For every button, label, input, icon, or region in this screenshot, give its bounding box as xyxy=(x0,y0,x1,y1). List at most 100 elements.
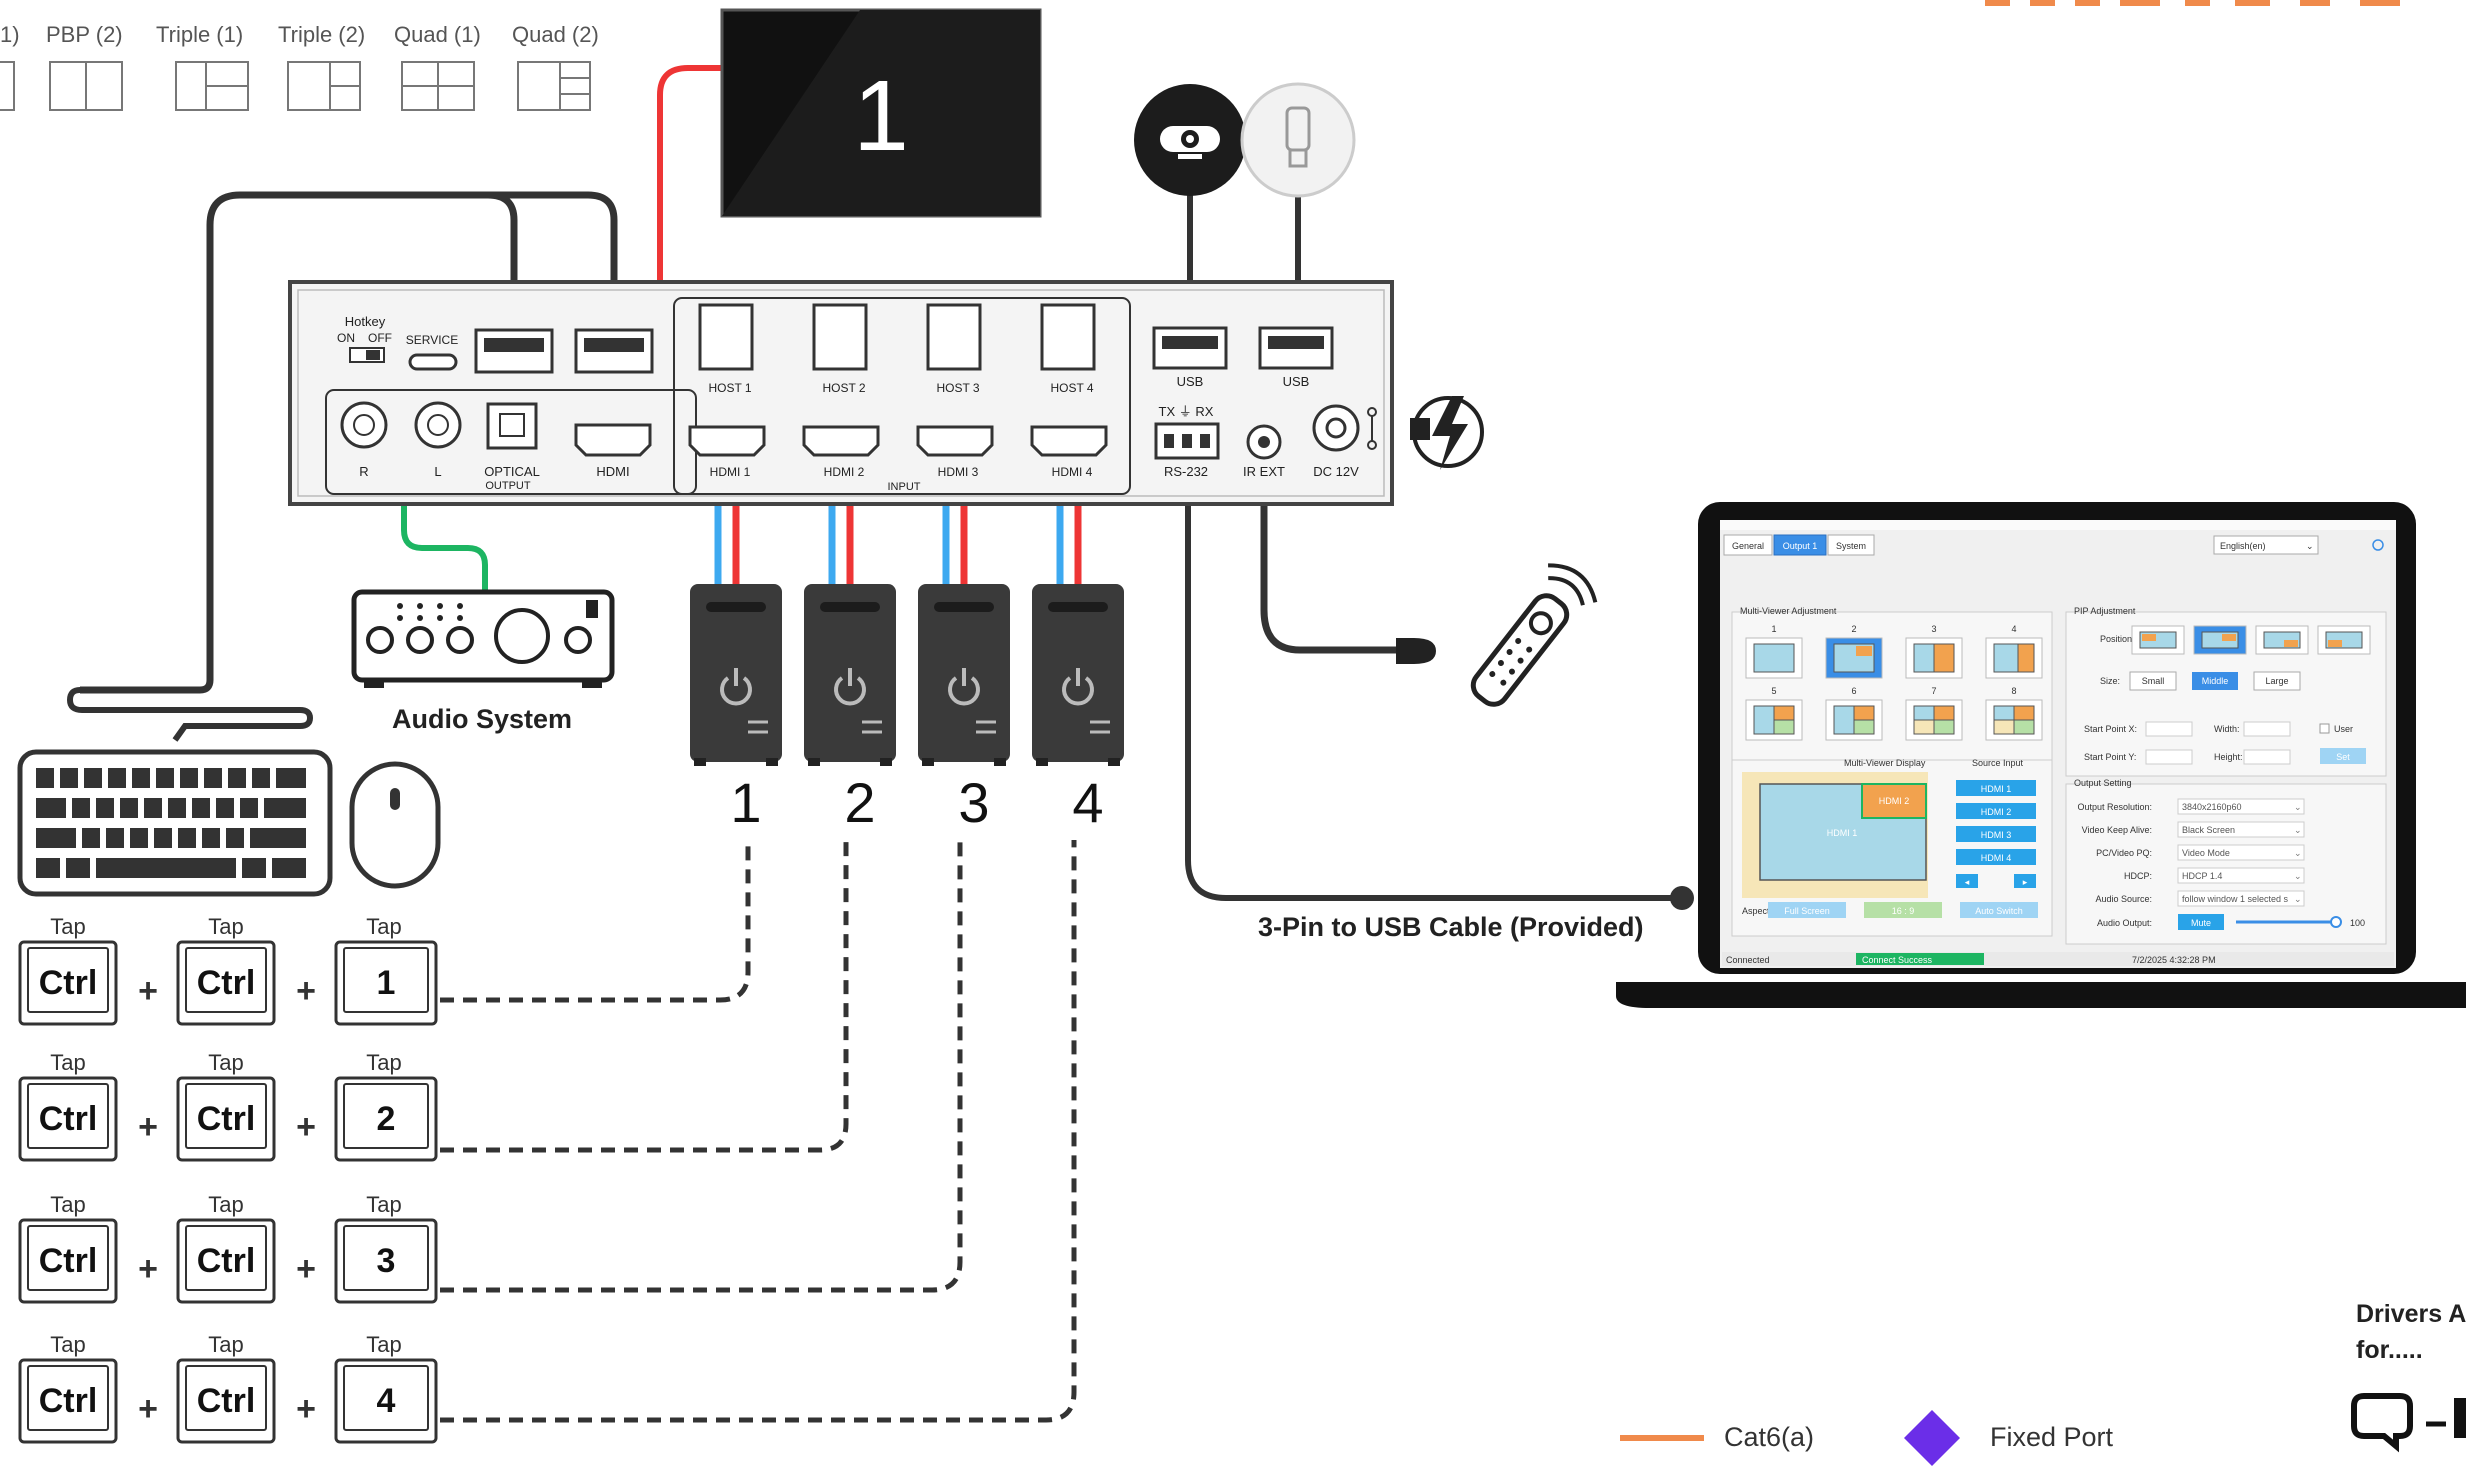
setting-dropdown[interactable] xyxy=(2177,821,2305,838)
power-button-icon[interactable] xyxy=(948,676,980,706)
volume-slider-knob[interactable] xyxy=(2330,916,2342,928)
height-field[interactable] xyxy=(2243,749,2291,765)
svg-text:1: 1 xyxy=(1771,624,1776,634)
mv-layout-1[interactable]: 1 xyxy=(1745,624,1803,679)
key-label: Ctrl xyxy=(197,1100,256,1138)
svg-text:6: 6 xyxy=(1851,686,1856,696)
aspect-full-screen[interactable] xyxy=(1768,902,1846,918)
setting-dropdown[interactable] xyxy=(2177,867,2305,884)
fixed-port-diamond-icon xyxy=(1904,1410,1960,1466)
source-hdmi-1-button[interactable] xyxy=(1956,780,2036,796)
svg-text:Black Screen: Black Screen xyxy=(2182,825,2235,835)
svg-text:PIP Adjustment: PIP Adjustment xyxy=(2074,606,2136,616)
svg-text:Audio Output:: Audio Output: xyxy=(2097,918,2152,928)
audio-system-label: Audio System xyxy=(392,704,572,734)
svg-text:7: 7 xyxy=(1931,686,1936,696)
mv-layout-8[interactable]: 8 xyxy=(1985,686,2043,741)
svg-text:Start Point Y:: Start Point Y: xyxy=(2084,752,2136,762)
key-label: Ctrl xyxy=(39,1100,98,1138)
svg-text:General: General xyxy=(1732,541,1764,551)
svg-text:Set: Set xyxy=(2336,752,2350,762)
chevron-down-icon: ⌄ xyxy=(2294,802,2302,812)
ir-cable xyxy=(1260,452,1400,654)
service-port xyxy=(408,353,458,371)
tab-general[interactable] xyxy=(1723,534,1773,556)
layout-options: 1) PBP (2) Triple (1) Triple (2) Quad (1… xyxy=(0,22,599,111)
start-y-field[interactable] xyxy=(2145,749,2193,765)
aspect-16-9[interactable] xyxy=(1864,902,1942,918)
mv-layout-6[interactable]: 6 xyxy=(1825,686,1883,741)
power-button-icon[interactable] xyxy=(834,676,866,706)
refresh-icon[interactable] xyxy=(2372,539,2384,551)
chevron-down-icon: ⌄ xyxy=(2306,541,2314,551)
key-label: Ctrl xyxy=(197,1382,256,1420)
source-hdmi-4-button[interactable] xyxy=(1956,849,2036,865)
mute-button[interactable] xyxy=(2178,914,2224,930)
width-field[interactable] xyxy=(2243,721,2291,737)
layout-icon-triple-2 xyxy=(287,61,361,111)
svg-text:Full Screen: Full Screen xyxy=(1784,906,1830,916)
mv-layout-2[interactable]: 2 xyxy=(1825,624,1883,679)
tab-output-1[interactable] xyxy=(1773,534,1827,556)
power-button-icon[interactable] xyxy=(720,676,752,706)
source-next-button[interactable] xyxy=(2014,874,2036,888)
svg-text:Auto Switch: Auto Switch xyxy=(1975,906,2023,916)
chevron-down-icon: ⌄ xyxy=(2294,871,2302,881)
layout-icon-quad-1 xyxy=(401,61,475,111)
start-x-field[interactable] xyxy=(2145,721,2193,737)
svg-text:ON: ON xyxy=(337,331,355,345)
mv-layout-5[interactable]: 5 xyxy=(1745,686,1803,741)
svg-text:HOST 1: HOST 1 xyxy=(708,381,751,395)
svg-text:Multi-Viewer Display: Multi-Viewer Display xyxy=(1844,758,1926,768)
language-select[interactable] xyxy=(2213,535,2319,555)
mv-layout-3[interactable]: 3 xyxy=(1905,624,1963,679)
setting-dropdown[interactable] xyxy=(2177,844,2305,861)
plus-sign: + xyxy=(296,1108,316,1146)
size-small[interactable] xyxy=(2129,671,2177,691)
svg-text:follow window 1 selected s: follow window 1 selected s xyxy=(2182,894,2289,904)
power-button-icon[interactable] xyxy=(1062,676,1094,706)
svg-text:4: 4 xyxy=(2011,624,2016,634)
user-checkbox[interactable] xyxy=(2319,723,2330,734)
cables xyxy=(66,65,1694,1423)
svg-text:HDMI 2: HDMI 2 xyxy=(1879,796,1910,806)
svg-text:Drivers A: Drivers A xyxy=(2356,1300,2466,1328)
fixed-port-legend-label: Fixed Port xyxy=(1990,1422,2114,1452)
svg-text:▸: ▸ xyxy=(2023,877,2028,887)
setting-dropdown[interactable] xyxy=(2177,890,2305,907)
svg-text:Source Input: Source Input xyxy=(1972,758,2024,768)
mv-layout-4[interactable]: 4 xyxy=(1985,624,2043,679)
svg-text:Start Point X:: Start Point X: xyxy=(2084,724,2137,734)
webcam-icon xyxy=(1134,84,1246,196)
plus-sign: + xyxy=(296,1390,316,1428)
svg-text:2: 2 xyxy=(1851,624,1856,634)
svg-text:Mute: Mute xyxy=(2191,918,2211,928)
source-prev-button[interactable] xyxy=(1956,874,1978,888)
rs232-cable-label: 3-Pin to USB Cable (Provided) xyxy=(1258,912,1644,942)
size-middle[interactable] xyxy=(2192,672,2238,690)
tab-system[interactable] xyxy=(1827,534,1875,556)
layout-label: 1) xyxy=(0,22,20,47)
svg-text:Large: Large xyxy=(2265,676,2288,686)
host-computer-1: 1 xyxy=(690,584,782,834)
svg-text:HOST 2: HOST 2 xyxy=(822,381,865,395)
host-computer-2: 2 xyxy=(804,584,896,834)
source-hdmi-2-button[interactable] xyxy=(1956,803,2036,819)
source-hdmi-3-button[interactable] xyxy=(1956,826,2036,842)
usb-port-mouse xyxy=(574,328,654,374)
tap-label: Tap xyxy=(366,914,401,939)
keycap xyxy=(176,1076,276,1162)
host-computer-3: 3 xyxy=(918,584,1010,834)
svg-text:Small: Small xyxy=(2142,676,2165,686)
svg-text:TX ⏚ RX: TX ⏚ RX xyxy=(1159,404,1214,419)
tap-label: Tap xyxy=(50,1192,85,1217)
mv-layout-7[interactable]: 7 xyxy=(1905,686,1963,741)
setting-dropdown[interactable] xyxy=(2177,798,2305,815)
set-button[interactable] xyxy=(2320,748,2366,764)
keycap xyxy=(334,1358,438,1444)
aspect-auto-switch[interactable] xyxy=(1960,902,2038,918)
plus-sign: + xyxy=(138,1108,158,1146)
size-large[interactable] xyxy=(2253,671,2301,691)
